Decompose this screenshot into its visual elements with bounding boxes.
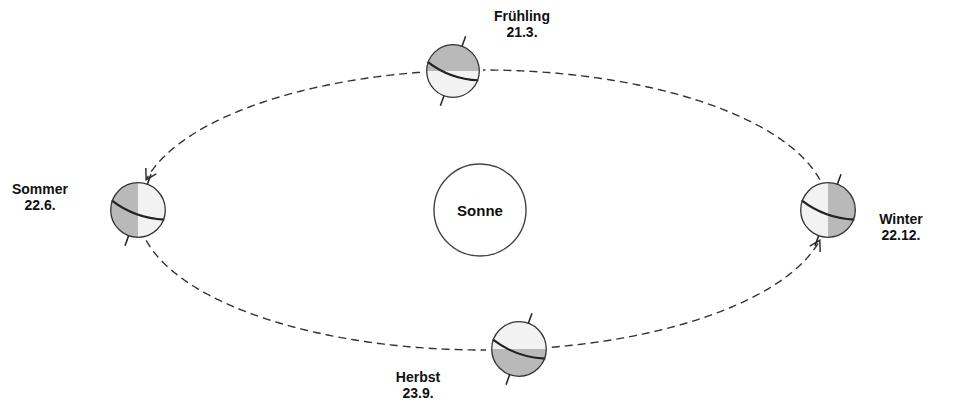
earth-globe: Sommer 22.6. [110,182,166,238]
orbit-arc [552,240,820,347]
axis-line [462,36,466,46]
day-side [110,182,166,238]
axis-line [125,235,129,245]
earth-globe: Herbst 23.9. [491,321,547,377]
earth-outline [111,183,166,238]
orbit-arc [146,240,486,350]
axis-line [815,235,819,245]
equator-line [491,340,545,363]
earth-outline [492,322,547,377]
day-side [800,182,856,238]
axis-line [440,95,444,105]
earth-outline [427,44,480,97]
sun-label: Sonne [457,202,503,219]
equator-line [110,200,164,223]
axis-line [506,375,510,385]
orbit-connectors [146,70,820,350]
axis-line [837,174,841,184]
sun-disc [434,164,526,256]
equator-line [426,61,478,84]
day-side [491,321,547,377]
earth-drawing [800,182,856,238]
earth-globe: Frühling 21.3. [426,44,480,98]
season-label: Winter 22.12. [879,211,922,243]
earth-drawing [426,44,480,98]
season-label: Sommer 22.6. [12,181,68,213]
earth-drawing [491,321,547,377]
season-label: Frühling 21.3. [494,8,550,40]
equator-line [800,200,854,223]
day-side [426,44,480,98]
season-label: Herbst 23.9. [396,369,440,401]
earth-drawing [110,182,166,238]
axis-line [147,174,151,184]
earth-outline [801,183,856,238]
sun-circle: Sonne [433,163,527,257]
orbit-arc [146,72,420,179]
night-side [110,182,138,238]
earth-globe: Winter 22.12. [800,182,856,238]
orbit-arc [483,70,820,180]
night-side [828,182,856,238]
axis-line [528,314,532,324]
